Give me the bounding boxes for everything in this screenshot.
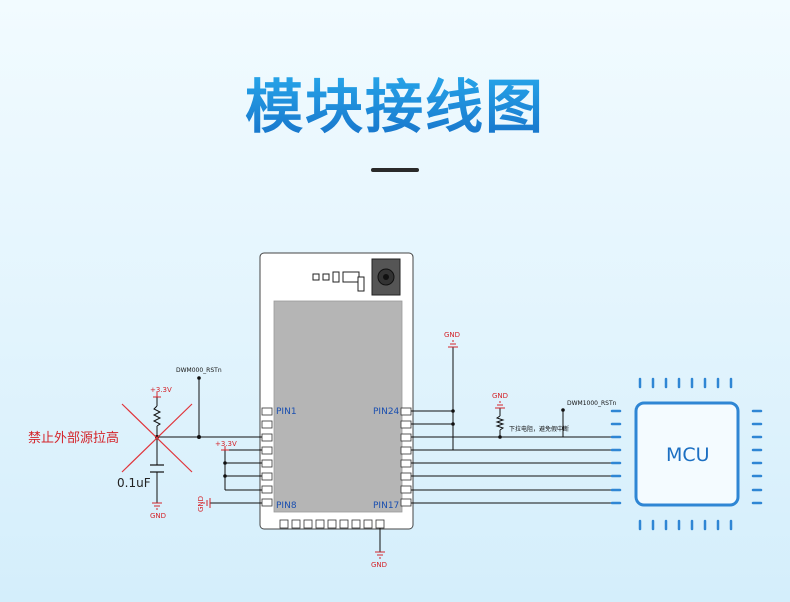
forbid-cross [121, 403, 193, 473]
capacitor-value: 0.1uF [117, 476, 151, 490]
vcc-mid-label: +3.3V [215, 440, 237, 448]
mcu-pins [610, 377, 763, 531]
gnd-symbol-top [448, 340, 458, 348]
mcu-chip: MCU [610, 377, 763, 531]
gnd-pin8-label: GND [197, 496, 205, 512]
pulldown-note: 下拉电阻，避免假中断 [509, 425, 569, 433]
dwm1000-rst-label: DWM1000_RSTn [567, 400, 617, 407]
gnd-symbol-pin8 [203, 498, 211, 508]
vcc-symbol-mid [221, 446, 229, 451]
bottom-pads [279, 519, 385, 529]
gnd-pulldown-label: GND [492, 392, 508, 400]
gnd-symbol-pulldown [495, 401, 505, 409]
title-underline [371, 168, 419, 172]
left-wiring [156, 378, 262, 504]
page-title: 模块接线图 [0, 60, 790, 144]
right-wiring [411, 347, 620, 504]
forbid-pullup-note: 禁止外部源拉高 [28, 430, 119, 446]
capacitor [150, 464, 164, 473]
pin17-label: PIN17 [373, 501, 399, 511]
uwb-module: PIN1 PIN8 PIN24 PIN17 [259, 252, 414, 530]
vcc-left-label: +3.3V [150, 386, 172, 394]
gnd-top-label: GND [444, 331, 460, 339]
gnd-symbol-bottom [375, 551, 385, 559]
mcu-label: MCU [666, 444, 710, 466]
pin8-label: PIN8 [276, 501, 297, 511]
left-pads [261, 407, 273, 507]
pullup-resistor [152, 405, 162, 427]
pin24-label: PIN24 [373, 407, 400, 417]
gnd-bottom-label: GND [371, 561, 387, 569]
gnd-cap-label: GND [150, 512, 166, 520]
shield-can [273, 300, 403, 513]
vcc-symbol-left [153, 392, 161, 398]
pulldown-resistor [495, 415, 505, 431]
gnd-symbol-cap [152, 502, 162, 510]
pin1-label: PIN1 [276, 407, 297, 417]
dwm000-rst-label: DWM000_RSTn [176, 367, 222, 374]
